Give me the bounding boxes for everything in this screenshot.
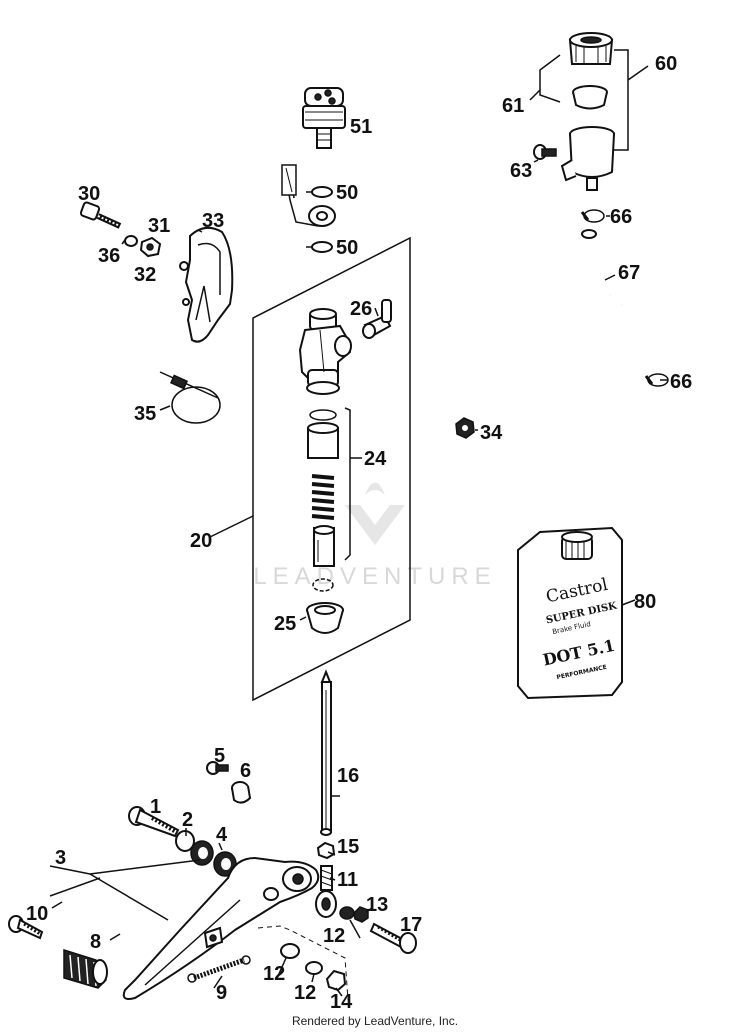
callout-2: 2: [182, 809, 193, 831]
callout-16: 16: [337, 765, 359, 787]
push-rod[interactable]: [320, 669, 332, 836]
brake-pedal[interactable]: [122, 856, 320, 1000]
callout-11: 11: [337, 869, 358, 891]
callout-14: 14: [330, 991, 353, 1013]
watermark: LEADVENTURE: [253, 482, 496, 590]
callout-34: 34: [480, 422, 503, 444]
screw-30[interactable]: [79, 201, 122, 229]
nut-13[interactable]: [353, 906, 369, 923]
callout-50-upper: 50: [336, 182, 358, 204]
callout-3: 3: [55, 847, 66, 869]
guard-33[interactable]: [179, 226, 234, 343]
clevis-11[interactable]: [315, 865, 337, 918]
screw-10[interactable]: [8, 915, 44, 940]
master-cylinder-group-outline: [252, 236, 411, 702]
nut-15[interactable]: [316, 841, 336, 860]
callout-1: 1: [150, 796, 161, 818]
reservoir-cap[interactable]: [568, 32, 614, 65]
bolt-17[interactable]: [369, 922, 417, 954]
bushing-6[interactable]: [231, 781, 252, 804]
callout-6: 6: [240, 760, 251, 782]
callout-12-mid: 12: [263, 963, 285, 985]
callout-25: 25: [274, 613, 296, 635]
callout-5: 5: [214, 745, 225, 767]
piston-sleeve[interactable]: [307, 422, 339, 459]
screw-63[interactable]: [533, 144, 557, 160]
bolt-1[interactable]: [128, 806, 180, 838]
callout-60: 60: [655, 53, 677, 75]
callout-63: 63: [510, 160, 532, 182]
dust-boot[interactable]: [306, 602, 344, 634]
brake-fluid-bottle[interactable]: Castrol SUPER DISK Brake Fluid DOT 5.1 P…: [517, 526, 623, 700]
washer-12a[interactable]: [339, 906, 355, 920]
callout-26: 26: [350, 298, 372, 320]
reservoir-body[interactable]: [560, 126, 615, 191]
callout-66-lower: 66: [670, 371, 692, 393]
bracket-24: [344, 407, 351, 561]
hose-nipple[interactable]: [362, 299, 392, 339]
leader-lines: [51, 159, 668, 997]
o-ring[interactable]: [309, 409, 337, 421]
callout-8: 8: [90, 931, 101, 953]
master-cylinder-body[interactable]: [298, 308, 352, 395]
bracket-61: [539, 54, 561, 103]
reservoir-diaphragm[interactable]: [572, 85, 608, 110]
cable-tie[interactable]: [159, 371, 221, 424]
callout-12-low: 12: [294, 982, 316, 1004]
callout-30: 30: [78, 183, 100, 205]
bearing-4[interactable]: [190, 840, 237, 877]
callout-15: 15: [337, 836, 359, 858]
callout-9: 9: [216, 982, 227, 1004]
callout-24: 24: [364, 448, 387, 470]
bolt-5[interactable]: [206, 761, 229, 775]
callout-50-lower: 50: [336, 237, 358, 259]
brake-hose[interactable]: [581, 229, 663, 370]
callout-66-upper: 66: [610, 206, 632, 228]
snap-ring[interactable]: [312, 578, 334, 592]
brake-light-switch[interactable]: [302, 87, 346, 149]
hose-clamp-upper[interactable]: [580, 209, 605, 223]
copper-washer-upper[interactable]: [311, 186, 333, 198]
callout-32: 32: [134, 264, 156, 286]
callout-13: 13: [366, 894, 388, 916]
copper-washer-lower[interactable]: [311, 241, 333, 253]
banjo-fitting[interactable]: [281, 164, 336, 227]
callout-31: 31: [148, 215, 170, 237]
piston[interactable]: [313, 525, 335, 567]
nut-14[interactable]: [325, 969, 347, 992]
callout-4: 4: [216, 824, 228, 846]
callout-36: 36: [98, 245, 120, 267]
washer-12b[interactable]: [280, 943, 300, 959]
watermark-text: LEADVENTURE: [253, 563, 496, 590]
callout-20: 20: [190, 530, 212, 552]
bracket-60: [614, 49, 629, 151]
callout-61: 61: [502, 95, 524, 117]
callout-12-right: 12: [323, 925, 345, 947]
nut-32[interactable]: [139, 236, 162, 258]
nut-34[interactable]: [455, 417, 475, 439]
render-credit: Rendered by LeadVenture, Inc.: [291, 1014, 459, 1028]
washer-12c[interactable]: [305, 961, 323, 975]
callout-labels: 51 50 50 30 31 33 36 32 26 35 24 20 25 3…: [26, 53, 692, 1013]
callout-17: 17: [400, 914, 422, 936]
callout-67: 67: [618, 262, 640, 284]
callout-35: 35: [134, 403, 156, 425]
callout-80: 80: [634, 591, 656, 613]
dashed-guide: [257, 925, 349, 1001]
callout-51: 51: [350, 116, 372, 138]
return-spring[interactable]: [311, 474, 335, 520]
pedal-tip-8[interactable]: [63, 948, 108, 989]
return-spring-9[interactable]: [187, 955, 251, 983]
washer-36[interactable]: [124, 235, 138, 247]
callout-33: 33: [202, 210, 224, 232]
callout-10: 10: [26, 903, 48, 925]
washer-2[interactable]: [175, 830, 195, 852]
